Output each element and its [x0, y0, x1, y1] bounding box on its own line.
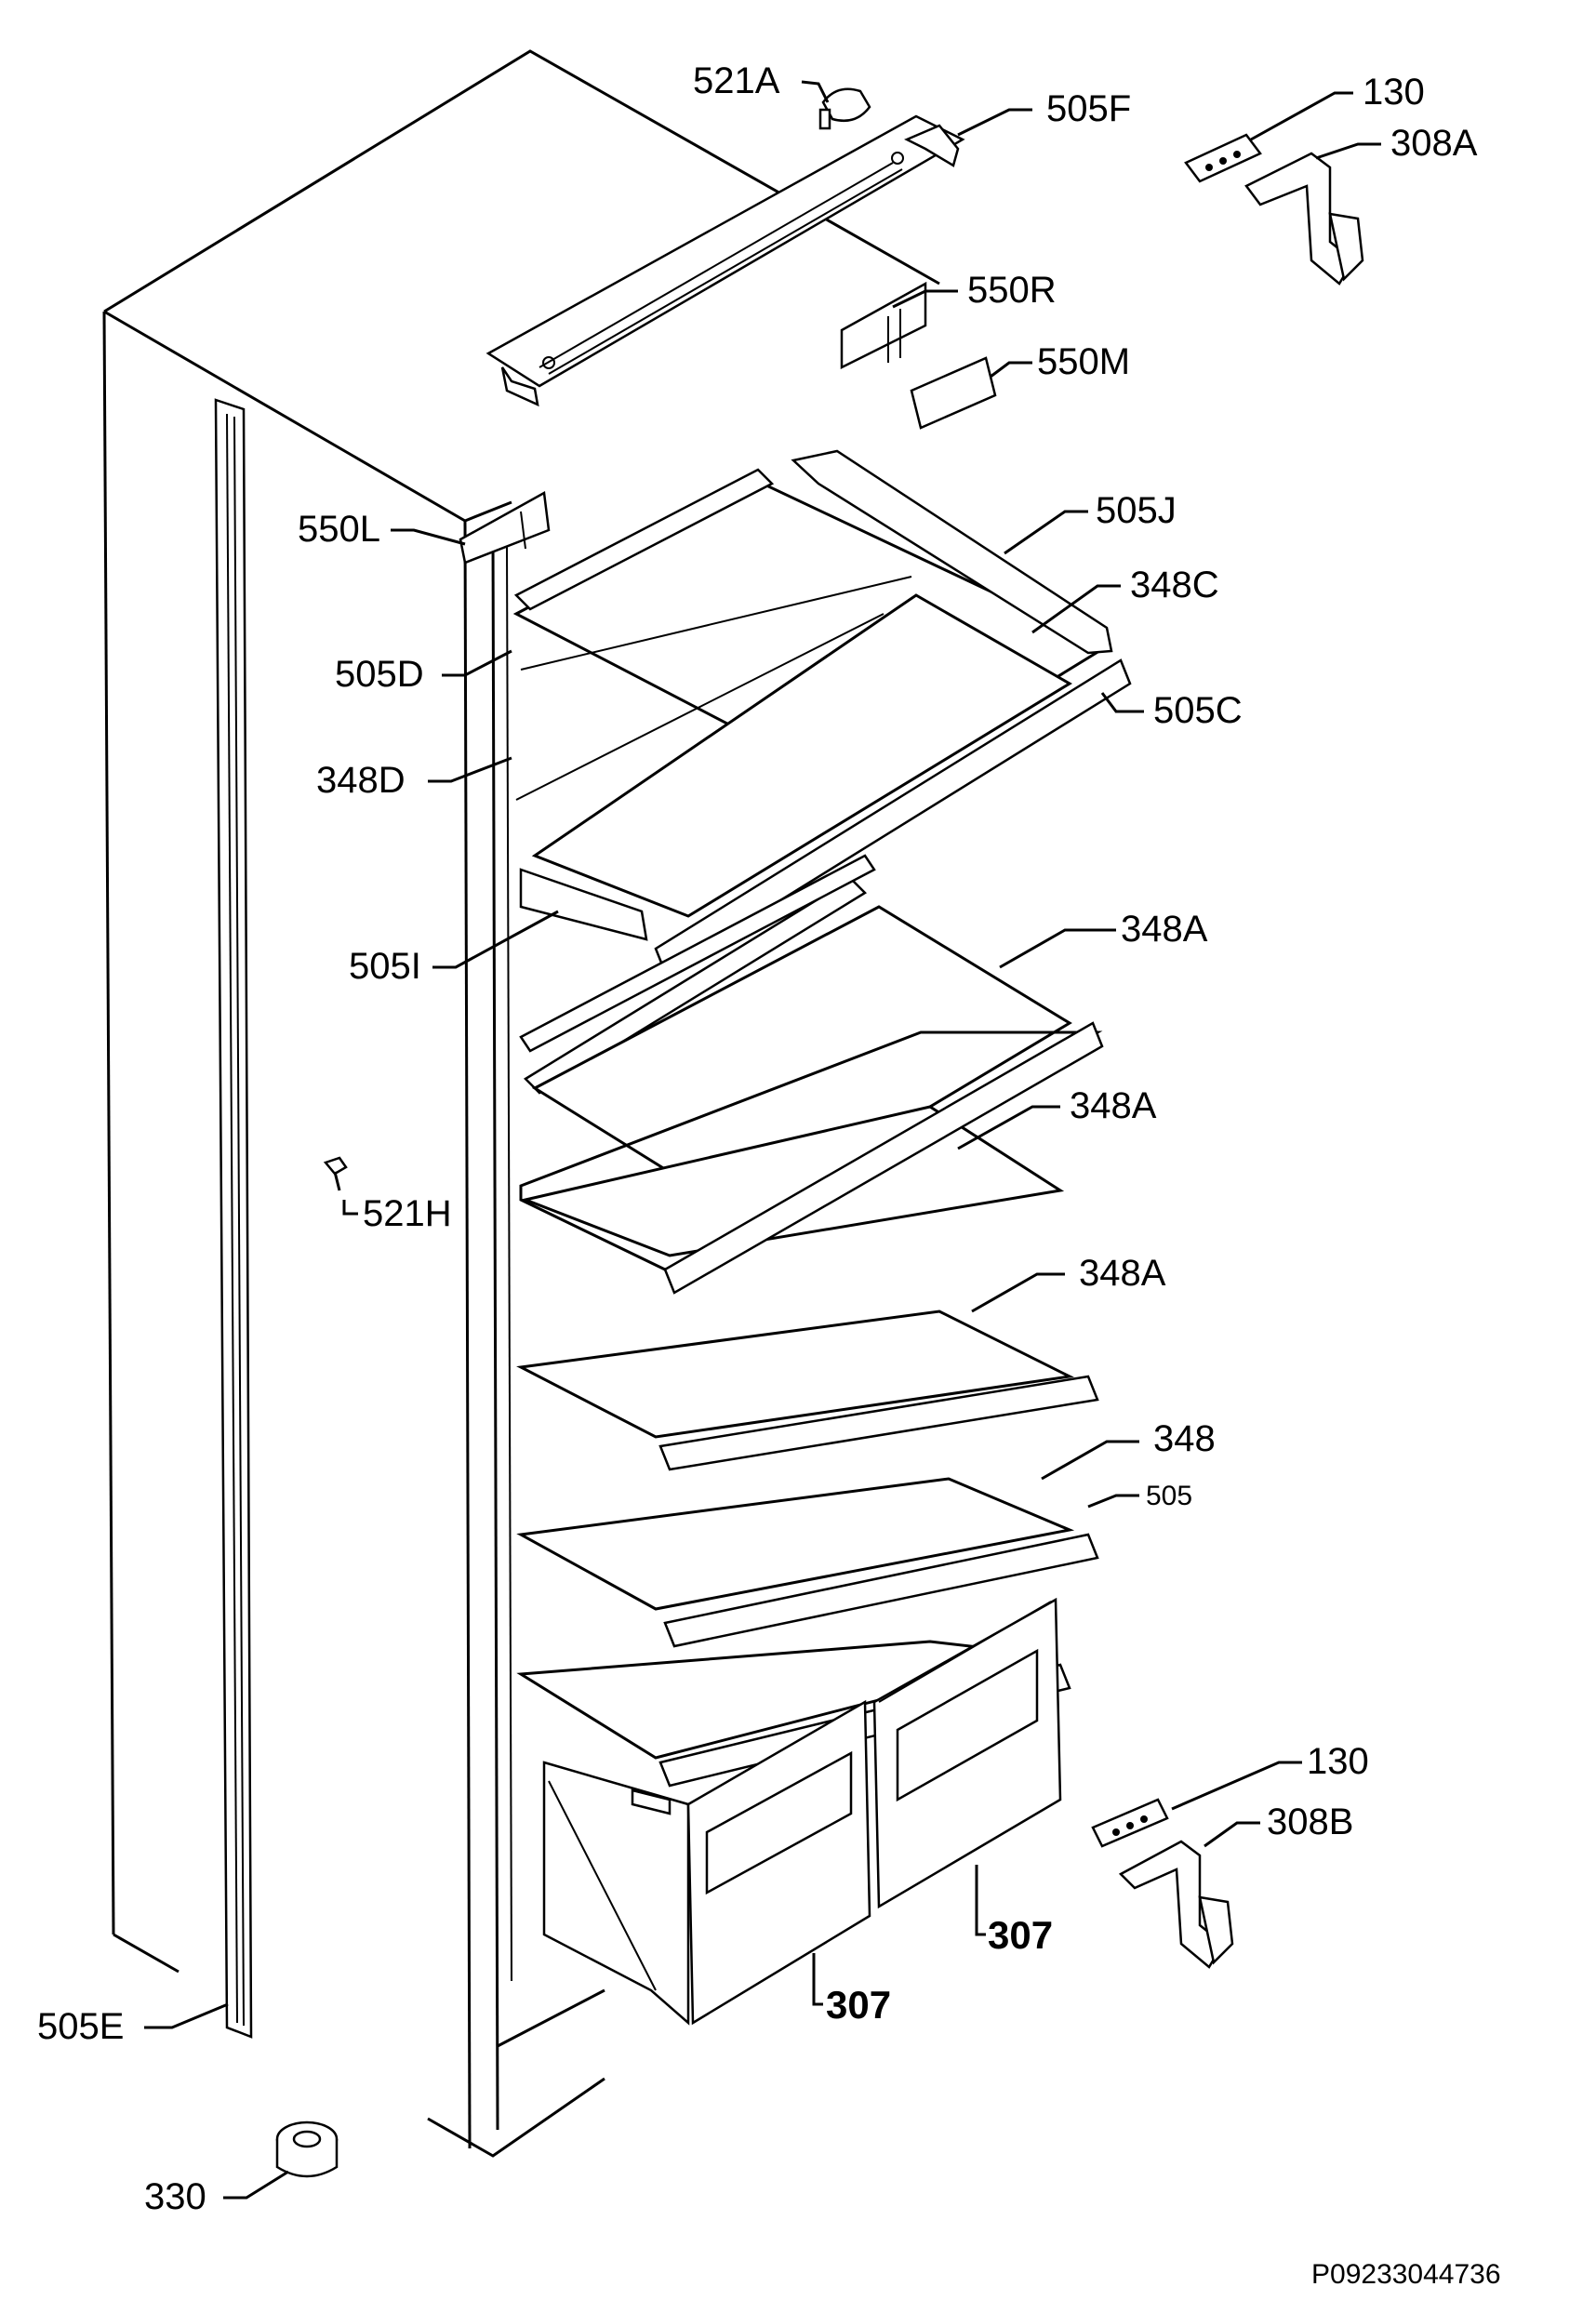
label-505I: 505I	[349, 946, 421, 987]
label-348D: 348D	[316, 760, 406, 801]
label-505J: 505J	[1096, 490, 1177, 531]
figure-code: P09233044736	[1311, 2259, 1501, 2290]
top-shelf-assembly	[512, 449, 1132, 974]
label-330: 330	[144, 2176, 206, 2217]
label-307-left: 307	[826, 1983, 891, 2027]
label-550R: 550R	[967, 270, 1057, 311]
part-550M	[910, 356, 997, 430]
hinge-bottom	[1091, 1798, 1234, 1969]
glass-shelf-3	[516, 1310, 1099, 1471]
label-348: 348	[1153, 1418, 1216, 1459]
glass-shelf-1	[519, 854, 1072, 1220]
label-348A-2: 348A	[1070, 1085, 1157, 1126]
part-550R	[840, 281, 927, 370]
part-550L	[459, 491, 551, 565]
label-307-right: 307	[988, 1913, 1053, 1957]
label-505E: 505E	[37, 2006, 124, 2047]
label-505F: 505F	[1046, 88, 1131, 129]
drawer-right-307	[872, 1597, 1062, 1909]
hinge-top	[1184, 133, 1364, 286]
part-labels: 521A 505F 130 308A 550R 550M 550L 505J 3…	[37, 60, 1501, 2290]
door-gasket-505E	[214, 398, 253, 2039]
label-348C: 348C	[1130, 565, 1219, 605]
label-308A: 308A	[1390, 123, 1478, 164]
label-550M: 550M	[1037, 341, 1130, 382]
label-521A: 521A	[693, 60, 780, 101]
screw-521H	[323, 1156, 348, 1191]
label-348A-1: 348A	[1121, 909, 1208, 950]
label-505: 505	[1146, 1481, 1192, 1511]
label-505C: 505C	[1153, 690, 1243, 731]
glass-shelf-2	[519, 1021, 1104, 1295]
leader-lines	[144, 80, 1381, 2200]
foot-330	[275, 2121, 339, 2178]
label-130-top: 130	[1363, 72, 1425, 113]
part-521A	[818, 87, 871, 130]
drawer-left-307	[542, 1699, 871, 2026]
label-521H: 521H	[363, 1193, 452, 1234]
top-rail-505F	[485, 114, 965, 407]
label-308B: 308B	[1267, 1801, 1353, 1842]
label-348A-3: 348A	[1079, 1253, 1166, 1294]
label-550L: 550L	[298, 509, 380, 550]
label-505D: 505D	[335, 654, 424, 695]
label-130-bottom: 130	[1307, 1741, 1369, 1782]
glass-shelf-4	[516, 1477, 1099, 1648]
